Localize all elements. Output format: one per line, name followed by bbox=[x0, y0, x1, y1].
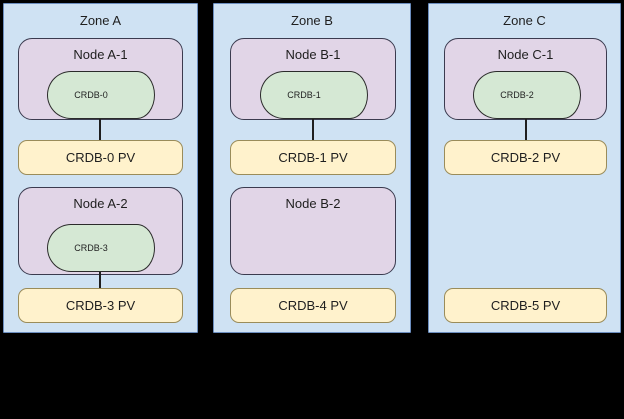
pv-crdb-1: CRDB-1 PV bbox=[230, 140, 396, 175]
node-b-2: Node B-2 bbox=[230, 187, 396, 275]
database-crdb-1-label: CRDB-1 bbox=[287, 90, 321, 100]
connector-node-b-1-to-pv bbox=[312, 117, 314, 140]
pv-crdb-4: CRDB-4 PV bbox=[230, 288, 396, 323]
database-crdb-0: CRDB-0 bbox=[47, 71, 155, 119]
database-crdb-2-label: CRDB-2 bbox=[500, 90, 534, 100]
zone-c: Zone C Node C-1 CRDB-2 CRDB-2 PV CRDB-5 … bbox=[428, 3, 621, 333]
database-crdb-1: CRDB-1 bbox=[260, 71, 368, 119]
node-b-1-title: Node B-1 bbox=[285, 47, 341, 62]
connector-node-a-1-to-pv bbox=[99, 117, 101, 140]
node-c-1: Node C-1 CRDB-2 bbox=[444, 38, 607, 120]
node-c-1-title: Node C-1 bbox=[497, 47, 554, 62]
cylinder-body-icon bbox=[260, 71, 350, 119]
cylinder-body-icon bbox=[473, 71, 563, 119]
pv-crdb-2: CRDB-2 PV bbox=[444, 140, 607, 175]
zone-b-title: Zone B bbox=[291, 13, 333, 28]
database-crdb-3-label: CRDB-3 bbox=[74, 243, 108, 253]
database-crdb-3: CRDB-3 bbox=[47, 224, 155, 272]
connector-node-a-2-to-pv bbox=[99, 272, 101, 290]
cylinder-body-icon bbox=[47, 71, 137, 119]
node-a-2: Node A-2 CRDB-3 bbox=[18, 187, 183, 275]
zone-a: Zone A Node A-1 CRDB-0 CRDB-0 PV Node A-… bbox=[3, 3, 198, 333]
pv-crdb-3: CRDB-3 PV bbox=[18, 288, 183, 323]
database-crdb-0-label: CRDB-0 bbox=[74, 90, 108, 100]
node-b-1: Node B-1 CRDB-1 bbox=[230, 38, 396, 120]
database-crdb-2: CRDB-2 bbox=[473, 71, 581, 119]
node-a-1: Node A-1 CRDB-0 bbox=[18, 38, 183, 120]
pv-crdb-5: CRDB-5 PV bbox=[444, 288, 607, 323]
pv-crdb-0: CRDB-0 PV bbox=[18, 140, 183, 175]
node-b-2-title: Node B-2 bbox=[285, 196, 341, 211]
zone-a-title: Zone A bbox=[79, 13, 122, 28]
cylinder-body-icon bbox=[47, 224, 137, 272]
node-a-1-title: Node A-1 bbox=[73, 47, 128, 62]
node-a-2-title: Node A-2 bbox=[73, 196, 128, 211]
zone-b: Zone B Node B-1 CRDB-1 CRDB-1 PV Node B-… bbox=[213, 3, 411, 333]
connector-node-c-1-to-pv bbox=[525, 117, 527, 140]
zone-c-title: Zone C bbox=[503, 13, 546, 28]
